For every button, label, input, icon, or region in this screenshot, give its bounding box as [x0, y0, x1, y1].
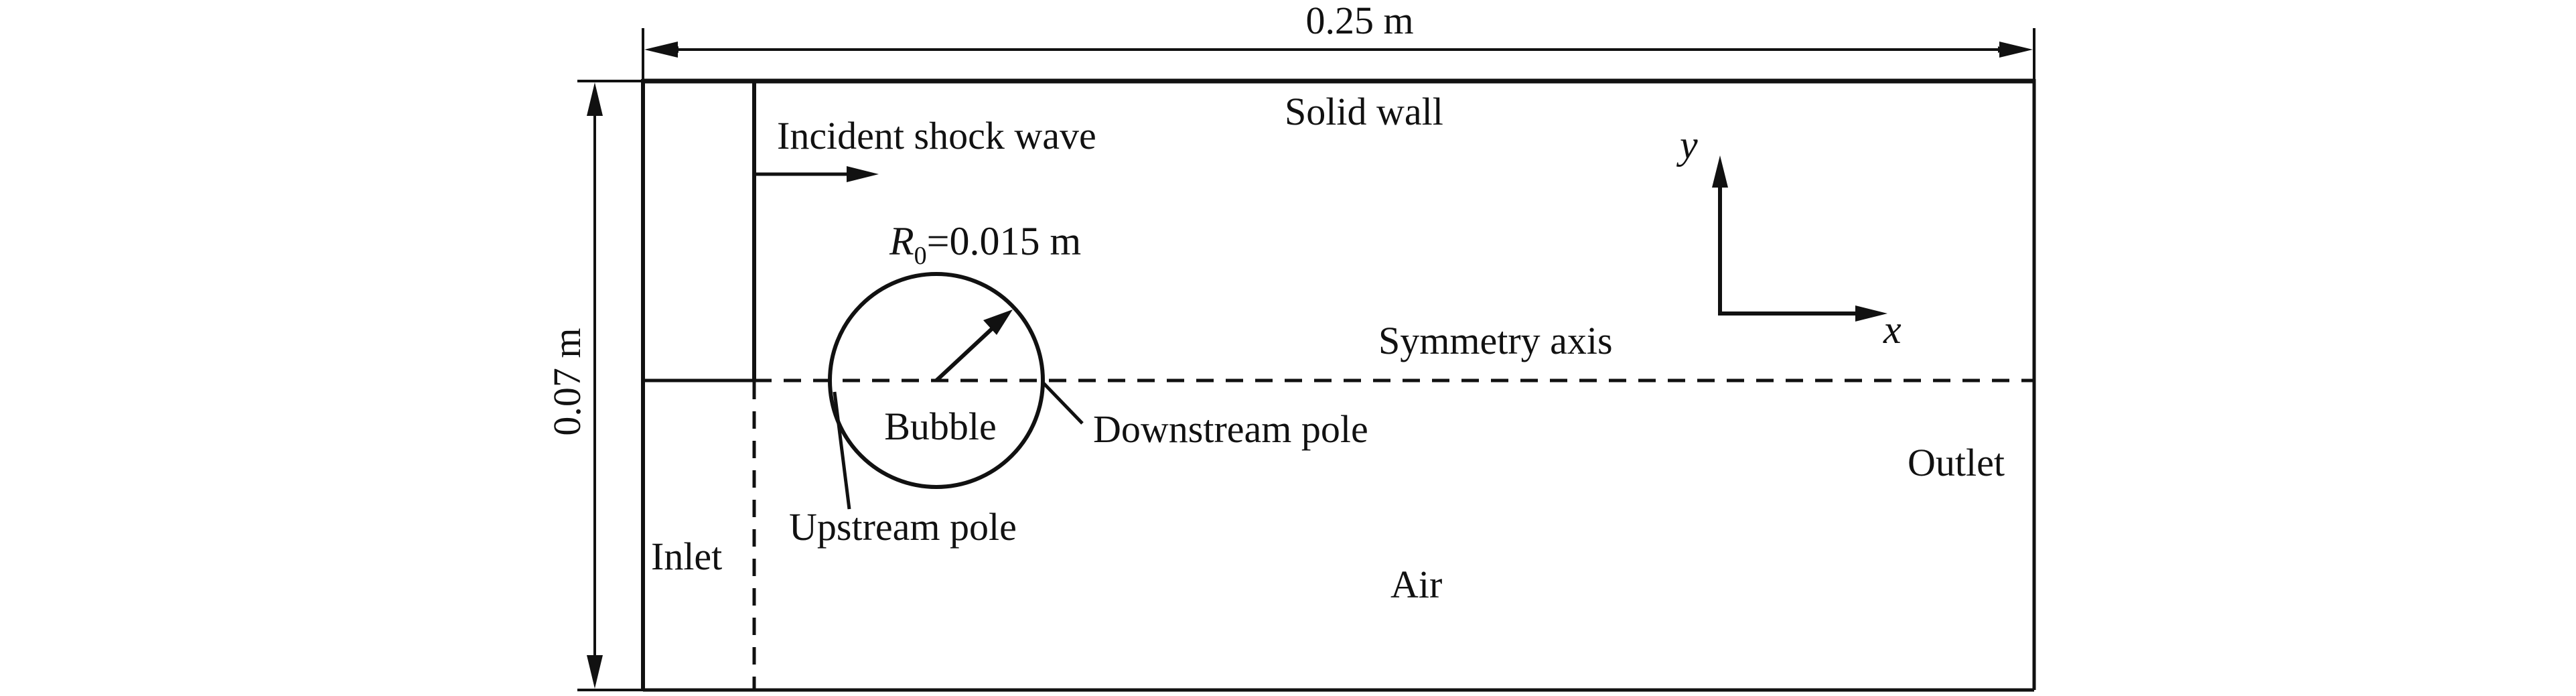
height-label: 0.07 m: [545, 328, 589, 435]
x-axis-label: x: [1883, 307, 1902, 352]
shock-direction-arrowhead: [847, 166, 879, 182]
radius-subscript: 0: [914, 242, 927, 270]
solid-wall-label: Solid wall: [1285, 90, 1443, 133]
upstream-pole-label: Upstream pole: [789, 505, 1017, 549]
width-label: 0.25 m: [1305, 0, 1413, 42]
width-arrowhead-right: [1999, 42, 2033, 58]
width-arrowhead-left: [644, 42, 678, 58]
inlet-label: Inlet: [651, 535, 722, 578]
radius-label: R0=0.015 m: [889, 219, 1081, 270]
y-axis-label: y: [1676, 123, 1698, 167]
bubble-circle: [828, 272, 1045, 489]
x-axis-arrowhead: [1855, 305, 1887, 322]
height-arrowhead-top: [587, 82, 603, 116]
downstream-pole-leader: [1042, 382, 1084, 425]
air-label: Air: [1390, 563, 1442, 606]
radius-arrow: [934, 325, 996, 382]
downstream-pole-label: Downstream pole: [1093, 407, 1368, 451]
symmetry-axis-label: Symmetry axis: [1378, 319, 1613, 362]
radius-value: =0.015 m: [927, 219, 1082, 263]
outlet-label: Outlet: [1908, 441, 2005, 484]
shock-wave-label: Incident shock wave: [777, 114, 1096, 157]
height-arrowhead-bottom: [587, 655, 603, 689]
y-axis-arrowhead: [1712, 155, 1728, 188]
radius-symbol: R: [889, 219, 914, 263]
radius-arrowhead: [983, 309, 1013, 335]
upstream-pole-leader: [833, 391, 851, 510]
bubble-label: Bubble: [884, 405, 997, 448]
